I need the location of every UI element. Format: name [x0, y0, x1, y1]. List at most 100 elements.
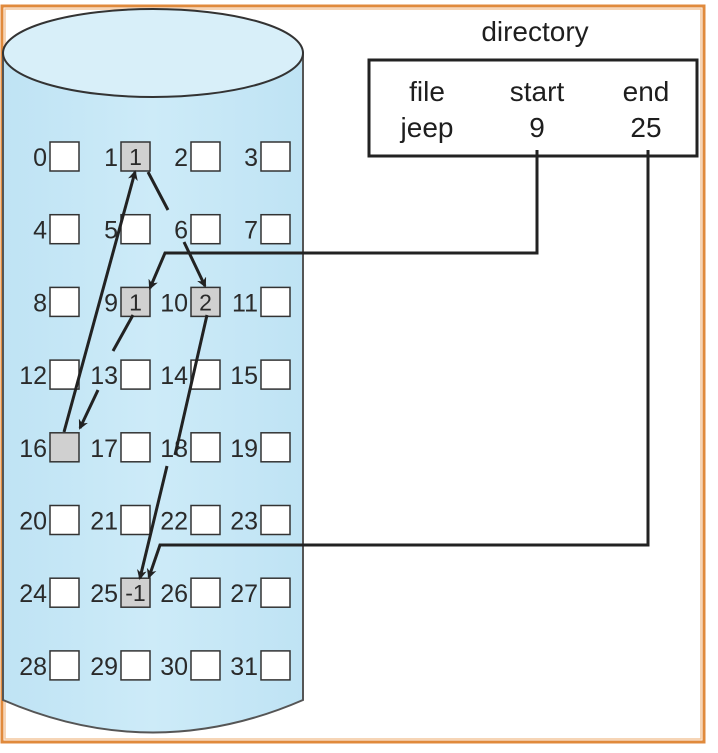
entry-start: 9 — [529, 112, 545, 143]
link-10-to-25-arrow — [140, 314, 209, 578]
block-number-label: 0 — [33, 144, 47, 172]
next-pointer-value: 2 — [199, 289, 212, 315]
block-number-label: 9 — [104, 289, 118, 317]
block-number-label: 12 — [19, 362, 47, 390]
disk-block-20: 20 — [19, 504, 80, 536]
disk-block-7: 7 — [244, 213, 291, 245]
disk-block-30: 30 — [160, 650, 221, 681]
disk-block-18: 18 — [160, 432, 221, 463]
free-block-box — [260, 359, 291, 390]
directory-table — [367, 58, 699, 158]
link-16-to-1-arrow — [62, 170, 138, 433]
free-block-box — [120, 213, 151, 245]
block-number-label: 4 — [33, 217, 47, 245]
disk-block-4: 4 — [33, 213, 80, 245]
header-file: file — [409, 76, 445, 107]
free-block-box — [190, 577, 221, 608]
next-pointer-value: 1 — [129, 289, 142, 315]
disk-block-24: 24 — [19, 577, 80, 608]
disk-block-17: 17 — [90, 432, 151, 463]
used-block-box — [120, 286, 151, 318]
disk-block-26: 26 — [160, 577, 221, 608]
disk-block-3: 3 — [244, 141, 291, 172]
free-block-box — [260, 577, 291, 608]
free-block-box — [120, 650, 151, 681]
disk-block-27: 27 — [230, 577, 291, 608]
block-number-label: 1 — [104, 144, 118, 172]
disk-block-15: 15 — [230, 359, 291, 390]
block-number-label: 20 — [19, 508, 47, 536]
free-block-box — [120, 432, 151, 463]
block-number-label: 28 — [19, 653, 47, 681]
disk-top — [2, 8, 304, 98]
disk-block-5: 5 — [104, 213, 151, 245]
block-number-label: 8 — [33, 289, 47, 317]
free-block-box — [190, 141, 221, 172]
block-number-label: 5 — [104, 217, 118, 245]
block-number-label: 25 — [90, 580, 118, 608]
pointers — [62, 150, 650, 579]
used-block-box — [49, 432, 80, 463]
free-block-box — [49, 359, 80, 390]
disk-block-16: 16 — [19, 432, 80, 463]
next-pointer-value: -1 — [125, 580, 145, 606]
block-number-label: 2 — [174, 144, 188, 172]
disk-block-2: 2 — [174, 141, 221, 172]
block-number-label: 24 — [19, 580, 47, 608]
free-block-box — [49, 577, 80, 608]
disk-block-29: 29 — [90, 650, 151, 681]
disk-body — [2, 52, 304, 734]
start-pointer-arrow — [148, 150, 539, 290]
link-9-to-16-arrow — [80, 314, 135, 428]
free-block-box — [49, 286, 80, 318]
end-pointer-arrow — [146, 150, 650, 579]
block-number-label: 21 — [90, 508, 118, 536]
block-number-label: 22 — [160, 508, 188, 536]
disk-block-28: 28 — [19, 650, 80, 681]
block-number-label: 17 — [90, 435, 118, 463]
disk-block-21: 21 — [90, 504, 151, 536]
entry-end: 25 — [630, 112, 661, 143]
block-number-label: 26 — [160, 580, 188, 608]
block-number-label: 23 — [230, 508, 258, 536]
free-block-box — [49, 650, 80, 681]
block-number-label: 31 — [230, 653, 258, 681]
block-number-label: 14 — [160, 362, 188, 390]
block-number-label: 13 — [90, 362, 118, 390]
disk-block-31: 31 — [230, 650, 291, 681]
block-number-label: 11 — [232, 289, 258, 317]
free-block-box — [260, 141, 291, 172]
free-block-box — [190, 650, 221, 681]
disk-cylinder — [2, 8, 304, 734]
used-block-box — [120, 141, 151, 172]
entry-file: jeep — [400, 112, 454, 143]
free-block-box — [190, 504, 221, 536]
block-number-label: 18 — [160, 435, 188, 463]
free-block-box — [49, 213, 80, 245]
block-number-label: 3 — [244, 144, 258, 172]
block-number-label: 16 — [19, 435, 47, 463]
block-number-label: 30 — [160, 653, 188, 681]
directory: directory file start end jeep 9 25 — [367, 16, 699, 158]
block-number-label: 10 — [160, 289, 188, 317]
free-block-box — [190, 213, 221, 245]
block-number-label: 29 — [90, 653, 118, 681]
disk-block-19: 19 — [230, 432, 291, 463]
free-block-box — [260, 286, 291, 318]
free-block-box — [260, 504, 291, 536]
header-end: end — [623, 76, 670, 107]
block-number-label: 19 — [230, 435, 258, 463]
directory-title: directory — [481, 16, 588, 47]
disk-block-0: 0 — [33, 141, 80, 172]
free-block-box — [260, 650, 291, 681]
free-block-box — [120, 504, 151, 536]
block-number-label: 27 — [230, 580, 258, 608]
disk-block-11: 11 — [232, 286, 291, 318]
block-number-label: 15 — [230, 362, 258, 390]
free-block-box — [190, 432, 221, 463]
disk-block-22: 22 — [160, 504, 221, 536]
link-1-to-10-arrow — [146, 171, 205, 286]
